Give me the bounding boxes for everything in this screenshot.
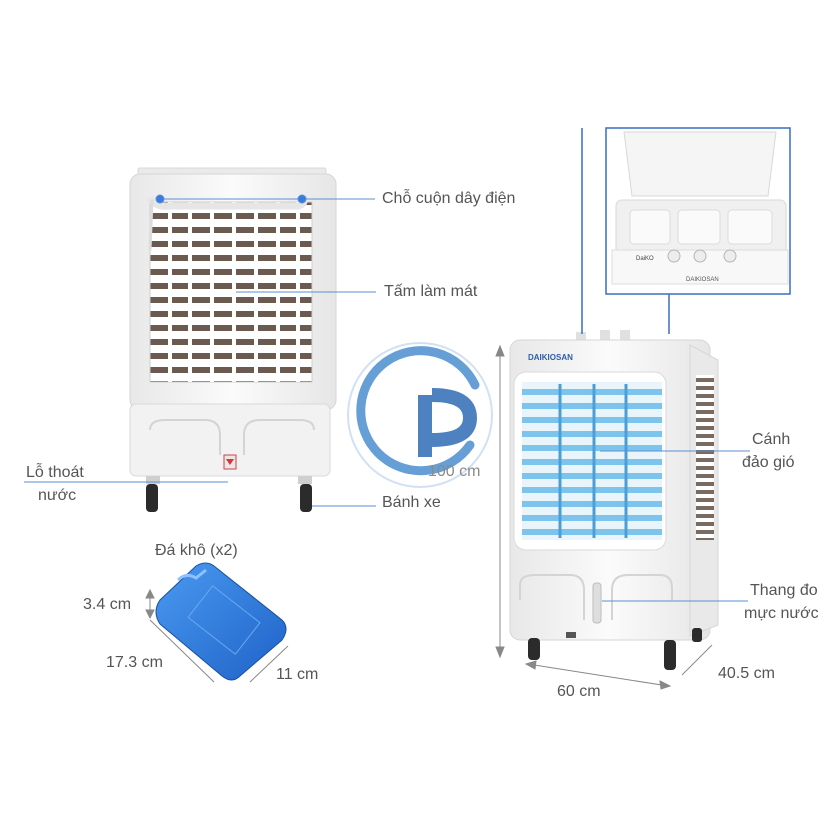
control-knob — [667, 249, 681, 263]
label-height: 100 cm — [428, 463, 481, 480]
control-knob — [723, 249, 737, 263]
cooler-front-view: DAIKIOSAN — [509, 330, 719, 670]
label-cooling-pad: Tấm làm mát — [384, 283, 478, 300]
label-ice-pack: Đá khô (x2) — [155, 542, 238, 559]
label-drain-line1: Lỗ thoát — [26, 464, 84, 481]
callout-dot — [297, 194, 307, 204]
side-cooling-pad — [696, 375, 714, 540]
water-gauge — [592, 582, 602, 624]
label-drain-line2: nước — [38, 487, 77, 504]
control-knob — [693, 249, 707, 263]
front-brand: DAIKIOSAN — [528, 353, 573, 362]
back-wheels — [146, 476, 312, 512]
label-ice-width: 11 cm — [276, 666, 319, 683]
watermark-logo — [347, 342, 493, 488]
ice-pack — [155, 562, 287, 681]
label-gauge-line1: Thang đo — [750, 582, 818, 599]
control-brand: DAIKIOSAN — [686, 277, 719, 283]
dimension-lines — [145, 344, 713, 690]
label-depth: 40.5 cm — [718, 665, 775, 682]
label-ice-thickness: 3.4 cm — [83, 596, 132, 613]
label-louver-line2: đảo gió — [742, 454, 795, 471]
label-wheel: Bánh xe — [382, 494, 441, 511]
control-small-brand: DaiKO — [636, 256, 654, 262]
label-louver-line1: Cánh — [752, 431, 791, 448]
label-gauge-line2: mực nước — [744, 605, 819, 622]
control-panel-inset: DaiKO DAIKIOSAN — [605, 127, 791, 295]
front-wheels — [528, 628, 702, 670]
callout-dot — [155, 194, 165, 204]
callout-lines — [24, 194, 750, 602]
cooler-back-view — [129, 167, 337, 512]
label-width: 60 cm — [557, 683, 601, 700]
label-ice-length: 17.3 cm — [106, 654, 163, 671]
label-cord-hook: Chỗ cuộn dây điện — [382, 190, 516, 207]
